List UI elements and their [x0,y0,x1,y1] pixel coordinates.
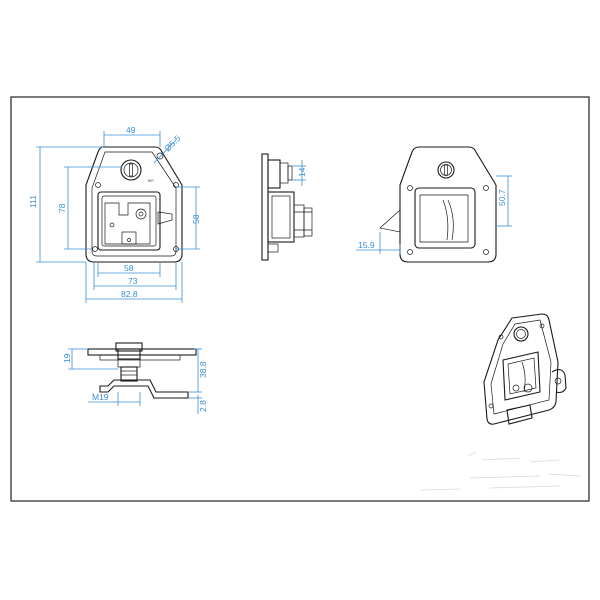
drawing-frame [10,96,590,502]
dim-key-offset: 14 [297,167,307,177]
dim-hole-dia: Ø5.5 [162,133,182,153]
bottom-view: 19 38.8 2.8 M19 [62,342,208,414]
dim-h388: 38.8 [198,361,208,378]
rear-view: 50.7 15.9 [356,146,512,263]
dim-bottom-58: 58 [124,263,134,273]
dim-h28: 2.8 [198,400,208,412]
dim-height-507: 50.7 [497,189,507,206]
dim-thread: M19 [92,392,109,402]
dim-bottom-73: 73 [128,276,138,286]
svg-text:90°: 90° [148,178,154,183]
dim-right-height: 58 [191,214,201,224]
side-view: 14 [261,153,313,261]
front-view: 90° 49 Ø5.5 111 78 58 58 73 82.8 [28,125,201,303]
dim-h19: 19 [62,353,72,363]
dim-offset-159: 15.9 [358,240,375,250]
dim-overall-height: 111 [28,195,38,208]
dim-inner-height: 78 [57,203,67,213]
dim-bottom-828: 82.8 [121,289,138,299]
dim-top-width: 49 [126,125,136,135]
isometric-view [419,313,581,491]
